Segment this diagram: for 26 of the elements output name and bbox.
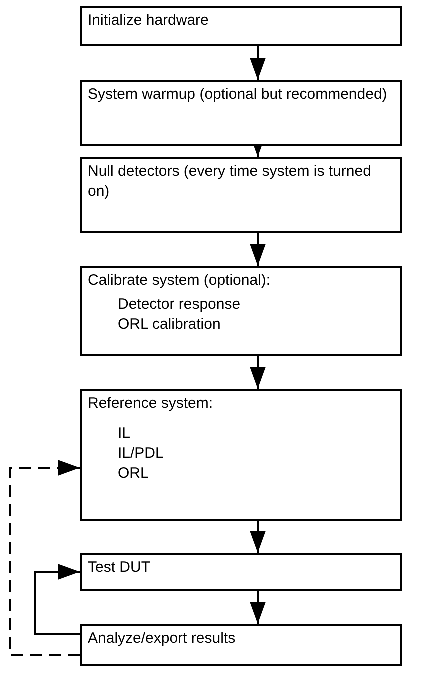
step-label: Test DUT	[88, 558, 152, 578]
process-box	[80, 389, 402, 521]
step-item: IL/PDL	[117, 444, 165, 464]
step-label: Reference system:	[88, 394, 214, 414]
step-item: Detector response	[117, 295, 242, 315]
step-item: ORL calibration	[117, 315, 222, 335]
step-label: System warmup (optional but recommended)	[88, 85, 388, 105]
process-box	[80, 624, 402, 666]
arrow	[9, 460, 80, 656]
arrow	[250, 591, 266, 624]
process-box	[80, 6, 402, 46]
step-label: Analyze/export results	[88, 629, 237, 649]
step-label: Initialize hardware	[88, 11, 210, 31]
arrow	[250, 233, 266, 266]
process-box	[80, 157, 402, 233]
arrow	[250, 46, 266, 80]
process-box	[80, 80, 402, 146]
process-box	[80, 266, 402, 356]
arrow	[34, 564, 80, 635]
process-box	[80, 553, 402, 591]
step-label: Null detectors (every time system is turned on)	[88, 162, 372, 202]
step-item: IL	[117, 424, 132, 444]
step-item: ORL	[117, 464, 150, 484]
step-label: Calibrate system (optional):	[88, 271, 272, 291]
arrow	[250, 356, 266, 389]
arrow	[250, 521, 266, 553]
